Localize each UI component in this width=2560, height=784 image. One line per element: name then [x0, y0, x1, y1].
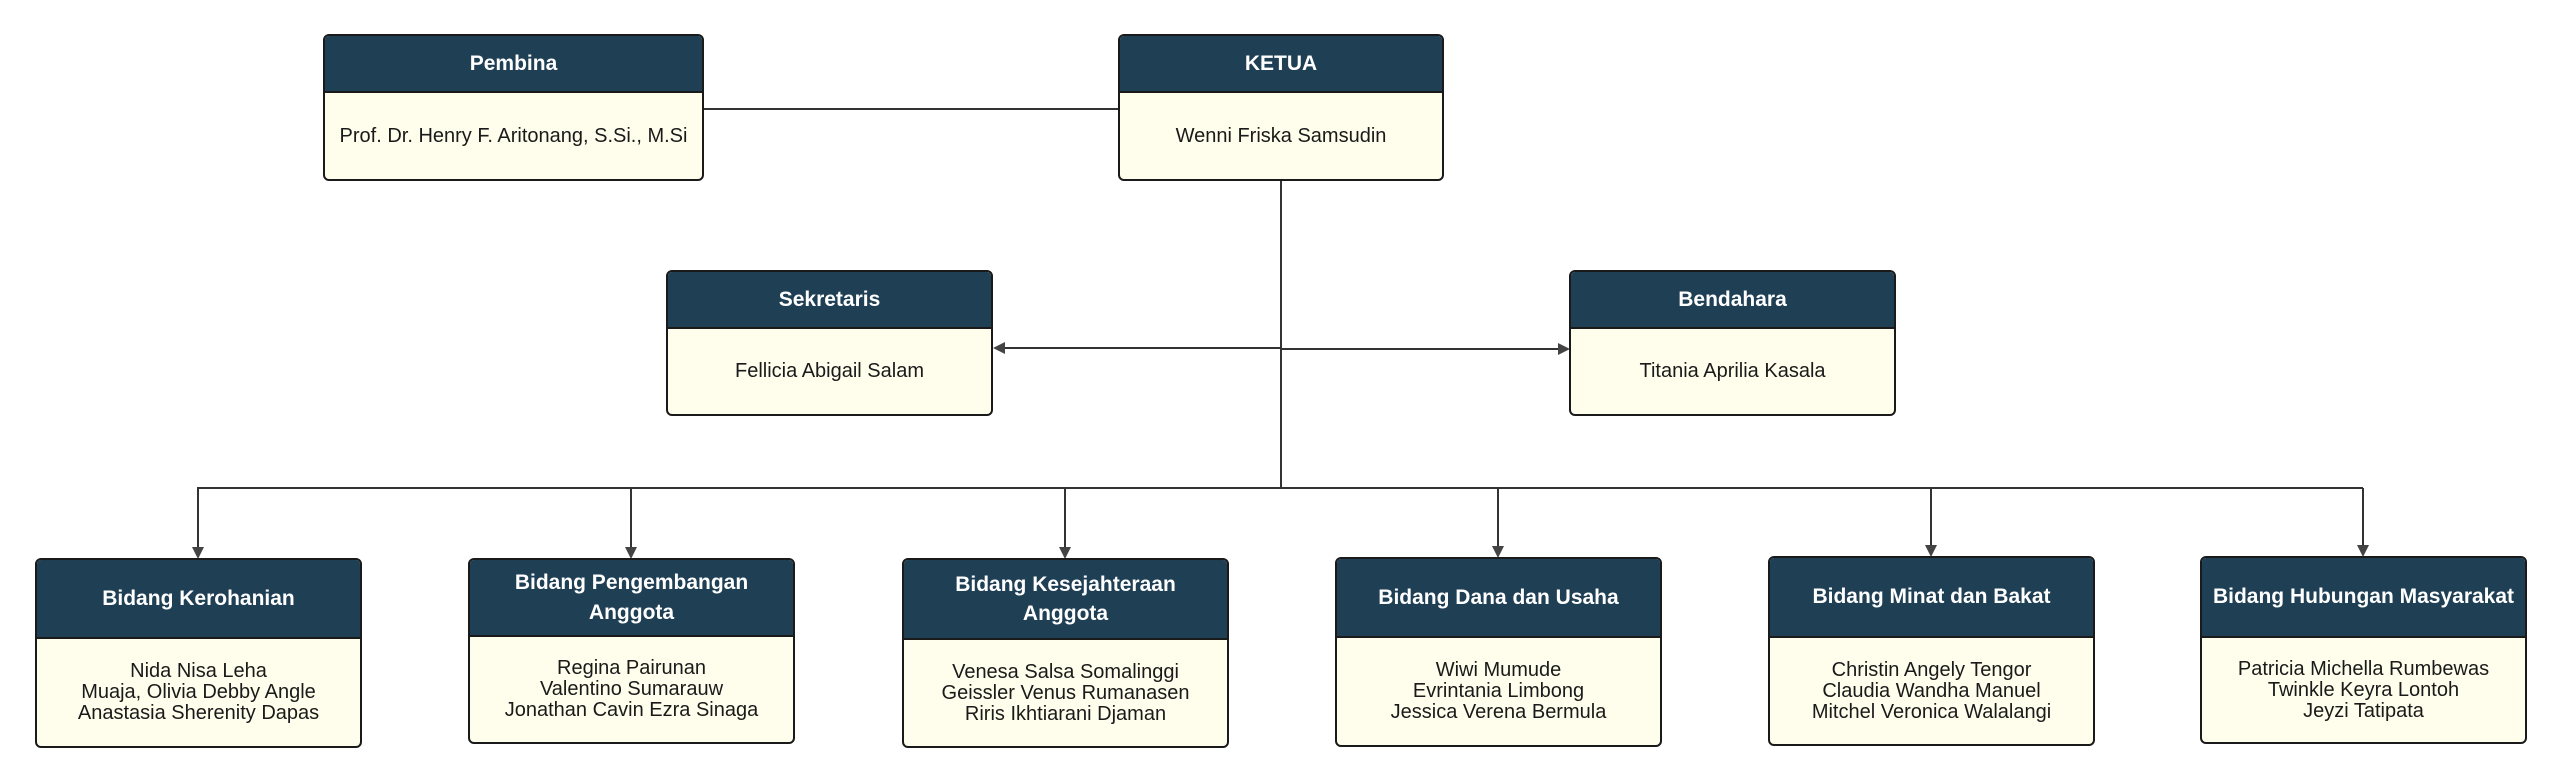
member-name: Jessica Verena Bermula [1390, 701, 1607, 723]
node-pembina: Pembina Prof. Dr. Henry F. Aritonang, S.… [323, 34, 704, 181]
node-members: Nida Nisa Leha Muaja, Olivia Debby Angle… [37, 639, 360, 746]
member-name: Wenni Friska Samsudin [1175, 124, 1387, 147]
member-name: Titania Aprilia Kasala [1639, 360, 1826, 382]
node-members: Wiwi Mumude Evrintania Limbong Jessica V… [1337, 638, 1660, 745]
node-members: Fellicia Abigail Salam [668, 329, 991, 414]
member-name: Geissler Venus Rumanasen [941, 681, 1190, 704]
node-title: Pembina [325, 36, 702, 93]
node-title: Bidang Dana dan Usaha [1337, 559, 1660, 638]
node-members: Prof. Dr. Henry F. Aritonang, S.Si., M.S… [325, 93, 702, 179]
member-name: Jeyzi Tatipata [2303, 699, 2424, 722]
node-title: Bidang Kesejahteraan Anggota [904, 560, 1227, 640]
member-name: Anastasia Sherenity Dapas [77, 702, 320, 724]
node-bidang-pengembangan-anggota: Bidang Pengembangan Anggota Regina Pairu… [468, 558, 795, 744]
node-title: Bidang Minat dan Bakat [1770, 558, 2093, 638]
node-ketua: KETUA Wenni Friska Samsudin [1118, 34, 1444, 181]
node-members: Christin Angely Tengor Claudia Wandha Ma… [1770, 638, 2093, 744]
node-title: Sekretaris [668, 272, 991, 329]
node-bidang-minat-dan-bakat: Bidang Minat dan Bakat Christin Angely T… [1768, 556, 2095, 746]
node-title: Bidang Pengembangan Anggota [470, 560, 793, 637]
member-name: Wiwi Mumude [1435, 659, 1562, 681]
member-name: Claudia Wandha Manuel [1822, 679, 2041, 702]
node-members: Regina Pairunan Valentino Sumarauw Jonat… [470, 637, 793, 742]
member-name: Venesa Salsa Somalinggi [952, 660, 1179, 683]
node-sekretaris: Sekretaris Fellicia Abigail Salam [666, 270, 993, 416]
member-name: Prof. Dr. Henry F. Aritonang, S.Si., M.S… [339, 124, 688, 147]
member-name: Nida Nisa Leha [130, 660, 267, 682]
member-name: Valentino Sumarauw [539, 678, 724, 700]
node-bendahara: Bendahara Titania Aprilia Kasala [1569, 270, 1896, 416]
member-name: Jonathan Cavin Ezra Sinaga [504, 699, 759, 721]
node-title: Bendahara [1571, 272, 1894, 329]
member-name: Regina Pairunan [557, 657, 706, 679]
node-bidang-kesejahteraan-anggota: Bidang Kesejahteraan Anggota Venesa Sals… [902, 558, 1229, 748]
member-name: Mitchel Veronica Walalangi [1811, 700, 2052, 723]
member-name: Patricia Michella Rumbewas [2237, 657, 2490, 680]
member-name: Christin Angely Tengor [1831, 658, 2032, 681]
member-name: Evrintania Limbong [1412, 680, 1585, 702]
node-title: KETUA [1120, 36, 1442, 93]
node-title: Bidang Hubungan Masyarakat [2202, 558, 2525, 638]
node-bidang-kerohanian: Bidang Kerohanian Nida Nisa Leha Muaja, … [35, 558, 362, 748]
node-members: Wenni Friska Samsudin [1120, 93, 1442, 179]
node-members: Venesa Salsa Somalinggi Geissler Venus R… [904, 640, 1227, 746]
node-bidang-dana-dan-usaha: Bidang Dana dan Usaha Wiwi Mumude Evrint… [1335, 557, 1662, 747]
node-members: Titania Aprilia Kasala [1571, 329, 1894, 414]
member-name: Muaja, Olivia Debby Angle [81, 681, 316, 703]
node-members: Patricia Michella Rumbewas Twinkle Keyra… [2202, 638, 2525, 742]
member-name: Riris Ikhtiarani Djaman [964, 702, 1167, 725]
member-name: Fellicia Abigail Salam [735, 360, 924, 382]
member-name: Twinkle Keyra Lontoh [2267, 678, 2460, 701]
node-title: Bidang Kerohanian [37, 560, 360, 639]
node-bidang-hubungan-masyarakat: Bidang Hubungan Masyarakat Patricia Mich… [2200, 556, 2527, 744]
